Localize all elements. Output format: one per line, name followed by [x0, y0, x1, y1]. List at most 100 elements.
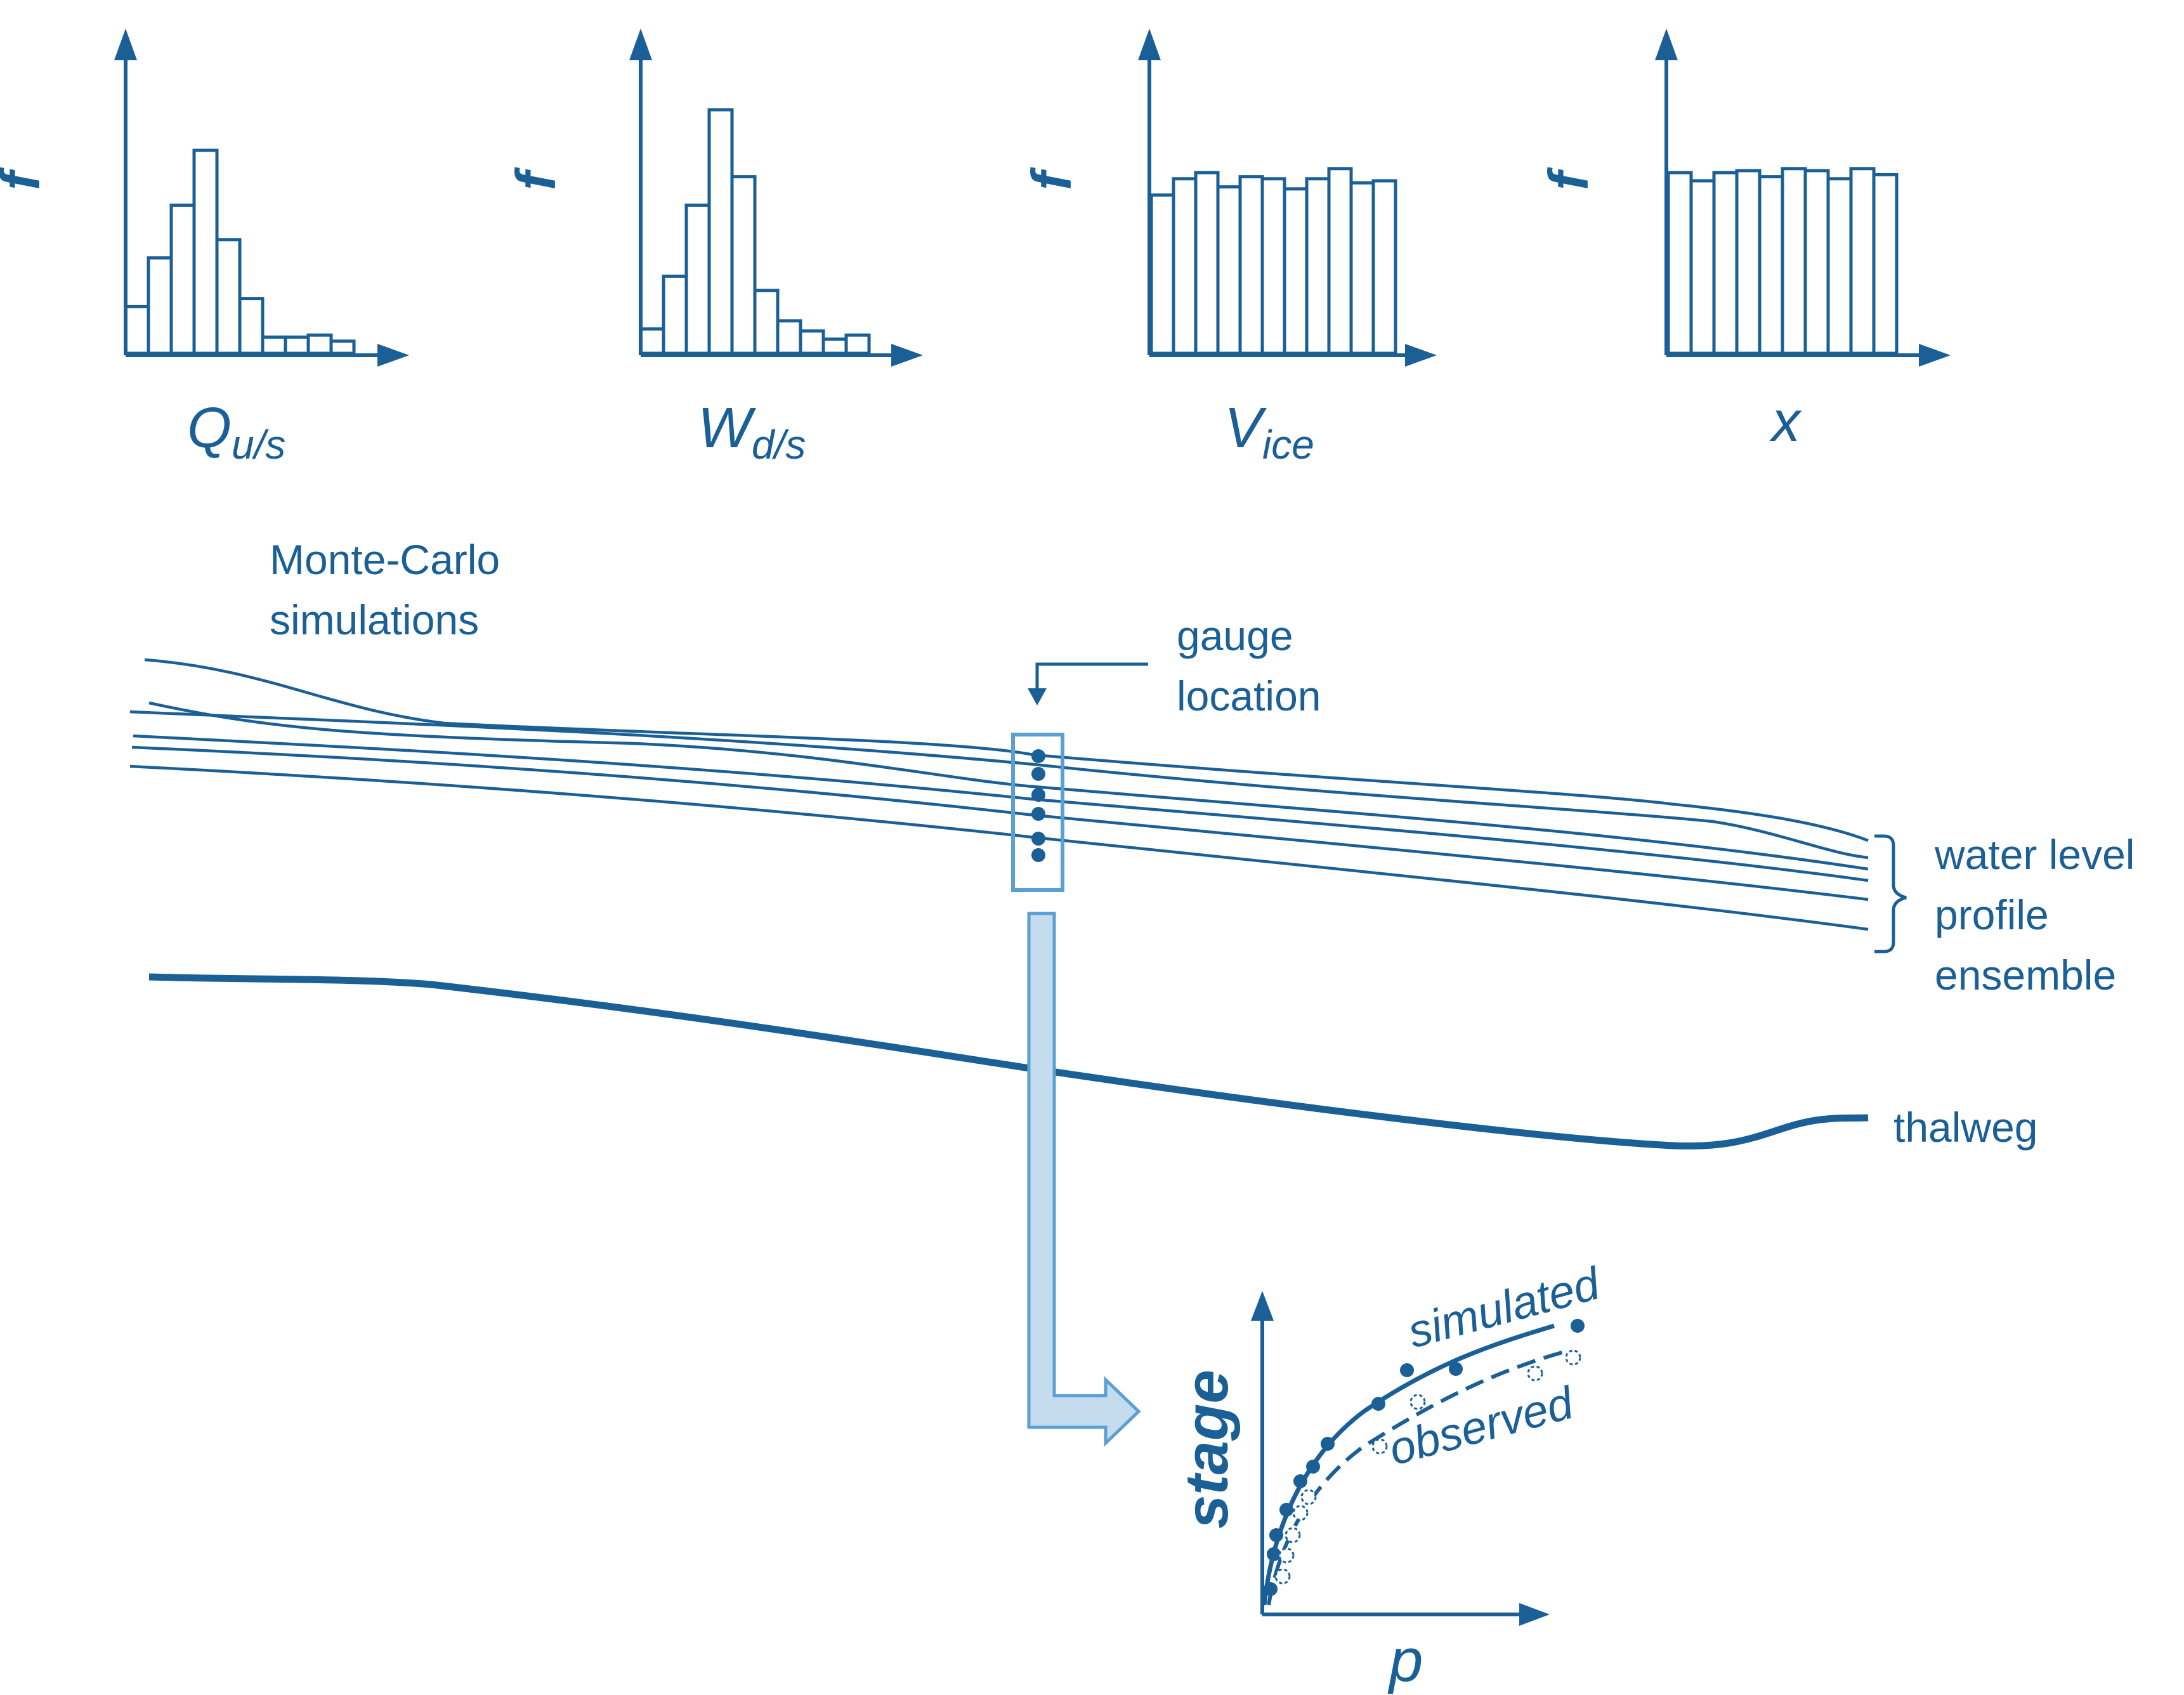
- frequency-label: f: [1537, 167, 1600, 190]
- y-axis-arrow-icon: [1655, 29, 1678, 60]
- gauge-label-line1: gauge: [1177, 612, 1293, 659]
- water-level-profiles: [129, 658, 1869, 931]
- histogram-w-downstream: f Wd/s: [504, 29, 923, 468]
- histogram-bar: [1216, 185, 1242, 355]
- histogram-bar: [192, 148, 219, 355]
- histogram-bar: [1712, 171, 1739, 355]
- gauge-points: [1031, 749, 1045, 862]
- simulated-point: [1571, 1319, 1585, 1333]
- simulated-point: [1371, 1397, 1385, 1411]
- observed-point: [1278, 1547, 1295, 1564]
- histogram-bar: [284, 335, 310, 355]
- histogram-bar: [147, 256, 173, 355]
- histogram-bar: [844, 333, 871, 355]
- water-level-profile: [129, 764, 1869, 931]
- thalweg-label: thalweg: [1893, 1104, 2038, 1151]
- observed-point: [1527, 1365, 1543, 1382]
- thalweg-line: [148, 973, 1869, 1150]
- gauge-point: [1031, 832, 1045, 846]
- histogram-bar: [1371, 179, 1397, 355]
- simulated-point: [1400, 1363, 1414, 1377]
- y-axis-arrow-icon: [1138, 29, 1161, 60]
- histogram-bar: [1781, 167, 1807, 355]
- x-variable-label: Qu/s: [187, 396, 285, 468]
- histogram-bar: [1149, 193, 1175, 355]
- x-axis-arrow-icon: [1919, 344, 1951, 367]
- monte-carlo-label-line1: Monte-Carlo: [270, 536, 500, 583]
- histogram-bar: [1327, 167, 1353, 355]
- simulated-point: [1269, 1528, 1283, 1542]
- observed-point: [1300, 1489, 1317, 1505]
- frequency-label: f: [504, 167, 567, 190]
- histogram-bar: [639, 327, 665, 355]
- histogram-bar: [169, 203, 196, 355]
- stage-axis-arrow-icon: [1251, 1291, 1274, 1321]
- x-variable-subscript: d/s: [752, 422, 806, 468]
- histogram-bar: [753, 289, 780, 355]
- histogram-x: f x: [1537, 29, 1951, 454]
- simulated-point: [1264, 1582, 1278, 1596]
- histogram-bar: [1689, 179, 1716, 355]
- gauge-point: [1031, 848, 1045, 862]
- ensemble-brace: [1874, 834, 1907, 953]
- histogram-bar: [1349, 181, 1375, 355]
- histogram-bar: [1194, 171, 1220, 355]
- histogram-bar: [707, 108, 734, 355]
- histogram-bar: [1735, 169, 1762, 355]
- histogram-bar: [329, 339, 356, 355]
- histogram-bar: [821, 337, 848, 355]
- histogram-bar: [124, 304, 150, 355]
- water-level-profile: [129, 710, 1869, 860]
- histogram-bar: [1260, 177, 1286, 355]
- histogram-bar: [1283, 187, 1309, 355]
- histogram-bar: [1305, 177, 1331, 355]
- histogram-bar: [776, 319, 802, 355]
- x-variable-subscript: ice: [1262, 422, 1314, 468]
- histogram-bar: [1172, 177, 1198, 355]
- simulated-points: [1264, 1319, 1585, 1596]
- water-level-profile: [131, 745, 1869, 901]
- histogram-bar: [684, 203, 711, 355]
- simulated-point: [1267, 1547, 1281, 1561]
- histogram-bar: [799, 329, 825, 355]
- histogram-bar: [1238, 175, 1264, 355]
- transfer-arrow: [1027, 912, 1141, 1447]
- gauge-point: [1031, 749, 1045, 763]
- x-variable-symbol: Q: [187, 396, 232, 460]
- histogram-bar: [238, 297, 265, 355]
- observed-point: [1409, 1394, 1426, 1410]
- simulated-point: [1321, 1437, 1335, 1451]
- histogram-bar: [215, 238, 242, 355]
- x-variable-symbol: x: [1769, 390, 1802, 454]
- histogram-bar: [261, 335, 287, 355]
- simulated-point: [1306, 1460, 1320, 1474]
- histogram-bar: [730, 175, 757, 355]
- observed-point: [1292, 1505, 1309, 1521]
- observed-point: [1285, 1527, 1301, 1543]
- histogram-bar: [1803, 169, 1830, 355]
- gauge-pointer-arrow-icon: [1028, 688, 1047, 705]
- histogram-bar: [1826, 177, 1853, 355]
- water-level-profile: [133, 734, 1869, 882]
- ensemble-label-line2: profile: [1935, 891, 2049, 938]
- histogram-bar: [306, 333, 333, 355]
- ensemble-label-line3: ensemble: [1935, 952, 2116, 998]
- gauge-point: [1031, 788, 1045, 802]
- histogram-bar: [1872, 173, 1899, 355]
- stage-axis-label: stage: [1173, 1370, 1241, 1529]
- gauge-point: [1031, 767, 1045, 781]
- histogram-bar: [1849, 167, 1876, 355]
- frequency-label: f: [0, 167, 51, 190]
- simulated-point: [1279, 1503, 1293, 1517]
- observed-point: [1371, 1438, 1388, 1455]
- gauge-label-line2: location: [1177, 672, 1321, 719]
- monte-carlo-label-line2: simulations: [270, 596, 479, 643]
- simulated-point: [1449, 1362, 1463, 1376]
- x-variable-symbol: V: [1224, 396, 1267, 460]
- histogram-bar: [1758, 175, 1784, 355]
- gauge-point: [1031, 807, 1045, 821]
- observed-points: [1274, 1349, 1581, 1585]
- histogram-q-upstream: f Qu/s: [0, 29, 409, 468]
- observed-point: [1565, 1349, 1581, 1366]
